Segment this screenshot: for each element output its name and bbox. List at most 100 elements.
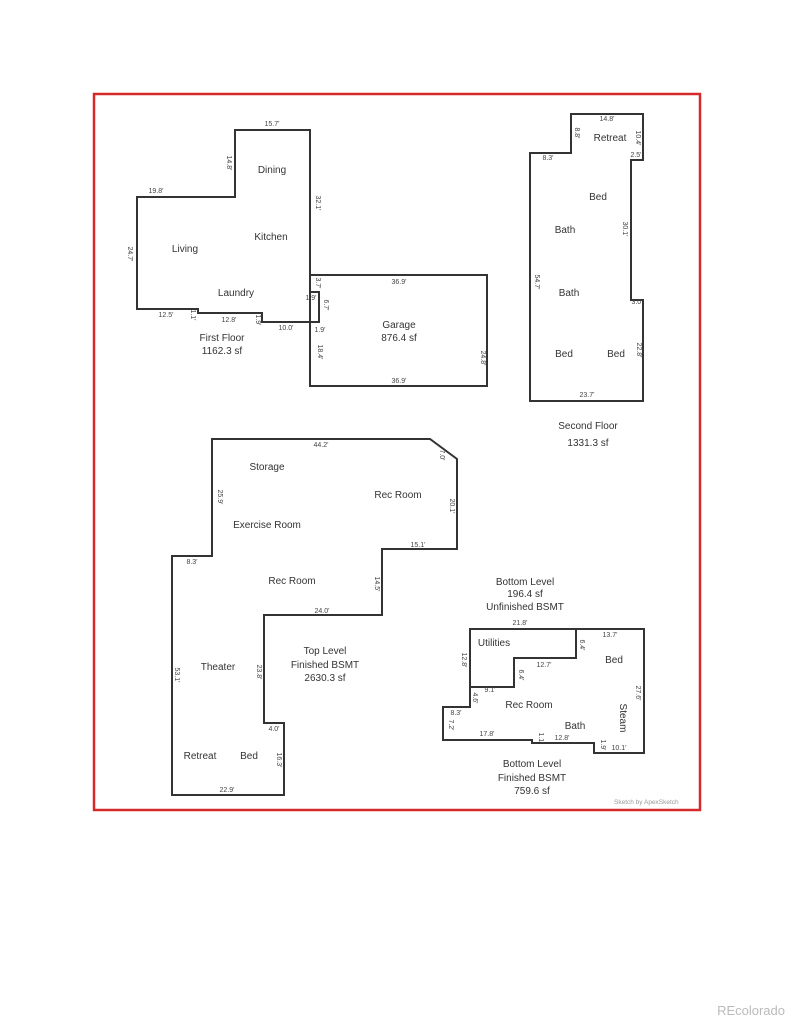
dimension-label: 12.8' bbox=[222, 317, 237, 324]
area-label: 1331.3 sf bbox=[567, 438, 608, 449]
dimension-label: 30.1' bbox=[621, 222, 628, 237]
room-label: Bath bbox=[559, 288, 580, 299]
dimension-label: 9.1' bbox=[484, 687, 495, 694]
second-floor-outline bbox=[529, 113, 644, 402]
dimension-label: 1.1' bbox=[189, 309, 196, 320]
dimension-label: 17.8' bbox=[480, 731, 495, 738]
dimension-label: 3.0' bbox=[631, 299, 642, 306]
dimension-label: 14.8' bbox=[600, 116, 615, 123]
dimension-label: 4.0' bbox=[268, 726, 279, 733]
dimension-label: 15.1' bbox=[411, 542, 426, 549]
area-label: 1162.3 sf bbox=[202, 346, 243, 357]
dimension-label: 1.9' bbox=[305, 295, 316, 302]
room-label: Rec Room bbox=[268, 576, 315, 587]
dimension-label: 18.4' bbox=[316, 345, 323, 360]
room-label: Retreat bbox=[594, 133, 627, 144]
dimension-label: 6.7' bbox=[322, 299, 329, 310]
garage-outline bbox=[309, 274, 488, 387]
dimension-label: 7.0' bbox=[438, 449, 445, 460]
area-label: 196.4 sf bbox=[507, 589, 543, 600]
room-label: Garage bbox=[382, 320, 416, 331]
room-label: Rec Room bbox=[505, 700, 552, 711]
room-label: Steam bbox=[617, 704, 628, 733]
dimension-label: 44.2' bbox=[314, 442, 329, 449]
room-label: Rec Room bbox=[374, 490, 421, 501]
dimension-label: 14.5' bbox=[373, 577, 380, 592]
dimension-label: 10.1' bbox=[612, 745, 627, 752]
dimension-label: 6.4' bbox=[517, 669, 524, 680]
area-label: Second Floor bbox=[558, 421, 618, 432]
room-label: Living bbox=[172, 244, 198, 255]
area-label: 876.4 sf bbox=[381, 333, 417, 344]
room-label: Retreat bbox=[184, 751, 217, 762]
dimension-label: 8.3' bbox=[450, 710, 461, 717]
dimension-label: 16.3' bbox=[275, 753, 282, 768]
area-label: Top Level bbox=[304, 646, 347, 657]
room-label: Bed bbox=[607, 349, 625, 360]
room-label: Utilities bbox=[478, 638, 510, 649]
area-label: Unfinished BSMT bbox=[486, 602, 564, 613]
sketch-credit: Sketch by ApexSketch bbox=[614, 799, 679, 806]
room-label: Bed bbox=[240, 751, 258, 762]
dimension-label: 12.7' bbox=[537, 662, 552, 669]
dimension-label: 2.5' bbox=[630, 152, 641, 159]
dimension-label: 27.6' bbox=[634, 686, 641, 701]
dimension-label: 1.9' bbox=[314, 327, 325, 334]
dimension-label: 20.1' bbox=[448, 499, 455, 514]
dimension-label: 8.8' bbox=[573, 127, 580, 138]
dimension-label: 10.0' bbox=[279, 325, 294, 332]
dimension-label: 13.7' bbox=[603, 632, 618, 639]
dimension-label: 1.9' bbox=[599, 739, 606, 750]
top-level-basement-outline bbox=[171, 438, 458, 796]
room-label: Dining bbox=[258, 165, 286, 176]
dimension-label: 25.9' bbox=[216, 490, 223, 505]
area-label: Finished BSMT bbox=[498, 773, 566, 784]
dimension-label: 36.9' bbox=[392, 279, 407, 286]
room-label: Storage bbox=[249, 462, 284, 473]
dimension-label: 3.7' bbox=[314, 277, 321, 288]
bottom-level-basement-outline bbox=[442, 628, 645, 754]
room-label: Bath bbox=[565, 721, 586, 732]
dimension-label: 54.7' bbox=[533, 275, 540, 290]
area-label: Finished BSMT bbox=[291, 660, 359, 671]
dimension-label: 23.7' bbox=[580, 392, 595, 399]
dimension-label: 53.1' bbox=[173, 668, 180, 683]
area-label: Bottom Level bbox=[496, 577, 554, 588]
utilities-partition bbox=[470, 629, 577, 688]
dimension-label: 23.8' bbox=[255, 665, 262, 680]
dimension-label: 22.9' bbox=[220, 787, 235, 794]
dimension-label: 19.8' bbox=[149, 188, 164, 195]
sketch-border bbox=[92, 92, 702, 812]
area-label: 2630.3 sf bbox=[304, 673, 345, 684]
dimension-label: 24.0' bbox=[315, 608, 330, 615]
area-label: Bottom Level bbox=[503, 759, 561, 770]
dimension-label: 12.8' bbox=[460, 653, 467, 668]
dimension-label: 15.7' bbox=[265, 121, 280, 128]
dimension-label: 36.9' bbox=[392, 378, 407, 385]
dimension-label: 7.2' bbox=[447, 719, 454, 730]
dimension-label: 6.4' bbox=[578, 639, 585, 650]
dimension-label: 1.9' bbox=[254, 314, 261, 325]
dimension-label: 1.1' bbox=[537, 732, 544, 743]
watermark: REcolorado bbox=[717, 1003, 785, 1018]
room-label: Bed bbox=[555, 349, 573, 360]
room-label: Exercise Room bbox=[233, 520, 301, 531]
dimension-label: 21.8' bbox=[513, 620, 528, 627]
dimension-label: 10.4' bbox=[634, 131, 641, 146]
dimension-label: 32.1' bbox=[314, 196, 321, 211]
room-label: Theater bbox=[201, 662, 236, 673]
dimension-label: 24.8' bbox=[479, 351, 486, 366]
room-label: Bed bbox=[589, 192, 607, 203]
area-label: First Floor bbox=[200, 333, 246, 344]
dimension-label: 8.3' bbox=[186, 559, 197, 566]
dimension-label: 12.5' bbox=[159, 312, 174, 319]
area-label: 759.6 sf bbox=[514, 786, 550, 797]
room-label: Bed bbox=[605, 655, 623, 666]
room-label: Laundry bbox=[218, 288, 254, 299]
room-label: Bath bbox=[555, 225, 576, 236]
dimension-label: 24.7' bbox=[126, 247, 133, 262]
dimension-label: 14.8' bbox=[225, 156, 232, 171]
room-label: Kitchen bbox=[254, 232, 287, 243]
dimension-label: 22.8' bbox=[635, 343, 642, 358]
